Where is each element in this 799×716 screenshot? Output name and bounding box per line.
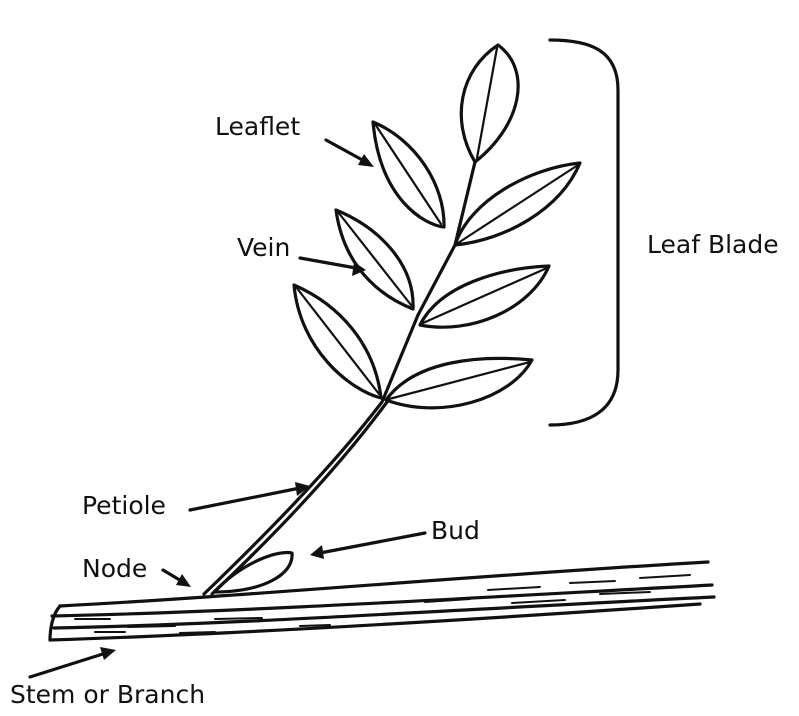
leaf-blade-label: Leaf Blade [647,232,779,257]
leaflet-upper-left [373,122,444,227]
leaf-blade-bracket [550,40,618,425]
leaflet-lower-right [386,358,532,407]
bud-arrow [310,533,425,559]
bud-label: Bud [431,518,480,543]
vein-arrow [300,258,366,276]
stem-arrow [30,647,116,677]
leaflet-lower-left [294,285,381,398]
node-arrow [163,570,191,587]
petiole-label: Petiole [82,493,166,518]
leaflet-arrow [326,140,374,167]
vein-label: Vein [237,235,290,260]
stem-branch [50,562,714,640]
node-label: Node [82,556,147,581]
leaflet-top [461,45,518,162]
leaflet-upper-right [455,163,580,245]
stem-label: Stem or Branch [10,682,205,707]
leaflet-label: Leaflet [215,114,300,139]
leaflet-mid-left [336,210,413,309]
